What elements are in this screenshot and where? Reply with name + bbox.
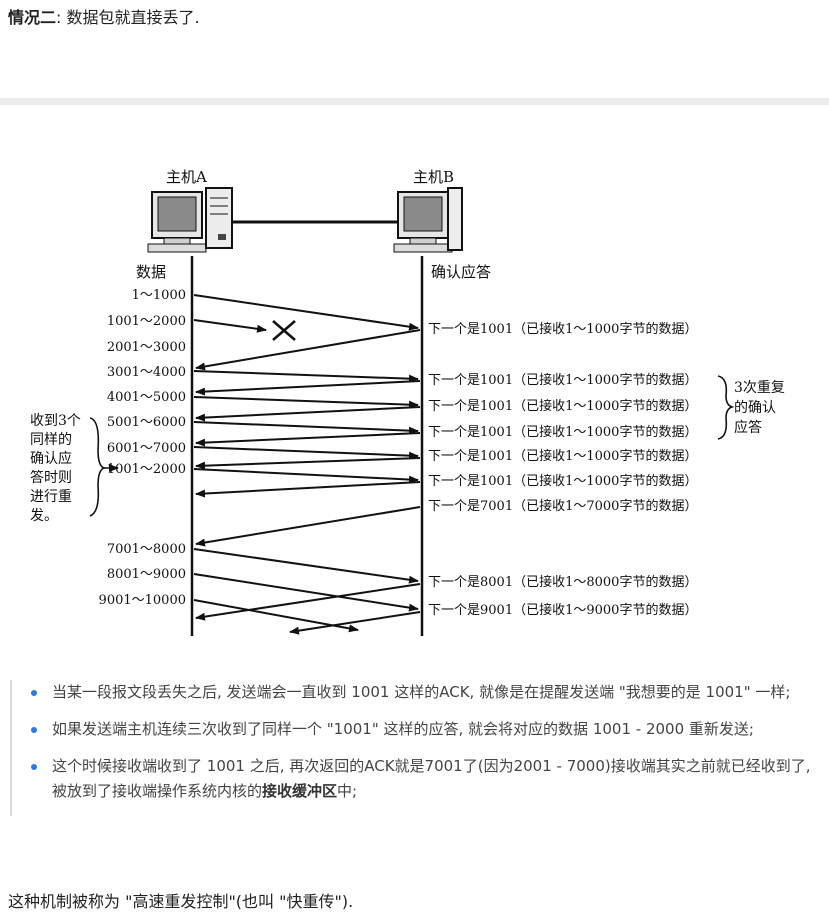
data-label: 1～1000 <box>132 288 186 303</box>
right-note: 3次重复 的确认 应答 <box>718 376 785 439</box>
left-note-line: 进行重 <box>30 489 72 505</box>
ack-label: 下一个是1001（已接收1～1000字节的数据） <box>428 398 697 414</box>
footer-paragraph: 这种机制被称为 "高速重发控制"(也叫 "快重传"). <box>8 888 353 912</box>
ack-label: 下一个是8001（已接收1～8000字节的数据） <box>428 574 697 590</box>
data-label: 2001～3000 <box>107 340 186 355</box>
ack-label: 下一个是9001（已接收1～9000字节的数据） <box>428 602 697 618</box>
data-label: 8001～9000 <box>107 567 186 582</box>
data-label: 3001～4000 <box>107 365 186 380</box>
right-brace <box>718 376 732 439</box>
left-note-line: 同样的 <box>30 432 72 448</box>
data-label: 6001～7000 <box>107 441 186 456</box>
right-note-line: 应答 <box>734 419 762 436</box>
list-item-text: 当某一段报文段丢失之后, 发送端会一直收到 1001 这样的ACK, 就像是在提… <box>52 683 790 701</box>
data-label: 9001～10000 <box>99 593 186 608</box>
lost-packet-x-icon <box>273 321 295 340</box>
ack-label: 下一个是1001（已接收1～1000字节的数据） <box>428 321 697 337</box>
list-item: 当某一段报文段丢失之后, 发送端会一直收到 1001 这样的ACK, 就像是在提… <box>52 680 812 705</box>
col-label-ack: 确认应答 <box>431 263 491 281</box>
left-note: 收到3个 同样的 确认应 答时则 进行重 发。 <box>30 413 118 524</box>
explanation-list: 当某一段报文段丢失之后, 发送端会一直收到 1001 这样的ACK, 就像是在提… <box>12 680 812 804</box>
ack-label: 下一个是1001（已接收1～1000字节的数据） <box>428 448 697 464</box>
computer-a-icon <box>148 188 232 252</box>
host-a-label: 主机A <box>166 168 207 186</box>
data-label: 7001～8000 <box>107 542 186 557</box>
ack-label: 下一个是1001（已接收1～1000字节的数据） <box>428 424 697 440</box>
left-brace <box>90 418 104 516</box>
list-item-text: 这个时候接收端收到了 1001 之后, 再次返回的ACK就是7001了(因为20… <box>52 757 811 800</box>
divider <box>0 98 829 105</box>
list-item-text: 中; <box>337 782 357 800</box>
left-note-line: 答时则 <box>30 469 72 486</box>
list-item-emphasis: 接收缓冲区 <box>262 782 337 800</box>
ack-label: 下一个是1001（已接收1～1000字节的数据） <box>428 473 697 489</box>
data-label: 4001～5000 <box>107 390 186 405</box>
host-b-label: 主机B <box>413 168 454 186</box>
left-note-line: 收到3个 <box>30 413 81 429</box>
data-label: 5001～6000 <box>107 415 186 430</box>
list-item: 这个时候接收端收到了 1001 之后, 再次返回的ACK就是7001了(因为20… <box>52 754 812 804</box>
fast-retransmit-diagram: 主机A 主机B 数据 确认应答 1～1000 1001～2000 2001～30… <box>28 160 800 640</box>
col-label-data: 数据 <box>136 263 166 281</box>
ack-label: 下一个是1001（已接收1～1000字节的数据） <box>428 372 697 388</box>
explanation-blockquote: 当某一段报文段丢失之后, 发送端会一直收到 1001 这样的ACK, 就像是在提… <box>10 680 812 816</box>
right-note-line: 3次重复 <box>734 379 785 396</box>
list-item: 如果发送端主机连续三次收到了同样一个 "1001" 这样的应答, 就会将对应的数… <box>52 717 812 742</box>
computer-b-icon <box>394 188 462 252</box>
data-label: 1001～2000 <box>107 462 186 477</box>
left-note-line: 发。 <box>30 508 58 524</box>
list-item-text: 如果发送端主机连续三次收到了同样一个 "1001" 这样的应答, 就会将对应的数… <box>52 720 754 738</box>
section-heading: 情况二: 数据包就直接丢了. <box>8 4 200 28</box>
ack-label: 下一个是7001（已接收1～7000字节的数据） <box>428 498 697 514</box>
heading-rest: : 数据包就直接丢了. <box>56 8 200 27</box>
data-label: 1001～2000 <box>107 314 186 329</box>
left-note-line: 确认应 <box>30 450 72 467</box>
heading-bold: 情况二 <box>8 8 56 27</box>
right-note-line: 的确认 <box>734 400 776 416</box>
